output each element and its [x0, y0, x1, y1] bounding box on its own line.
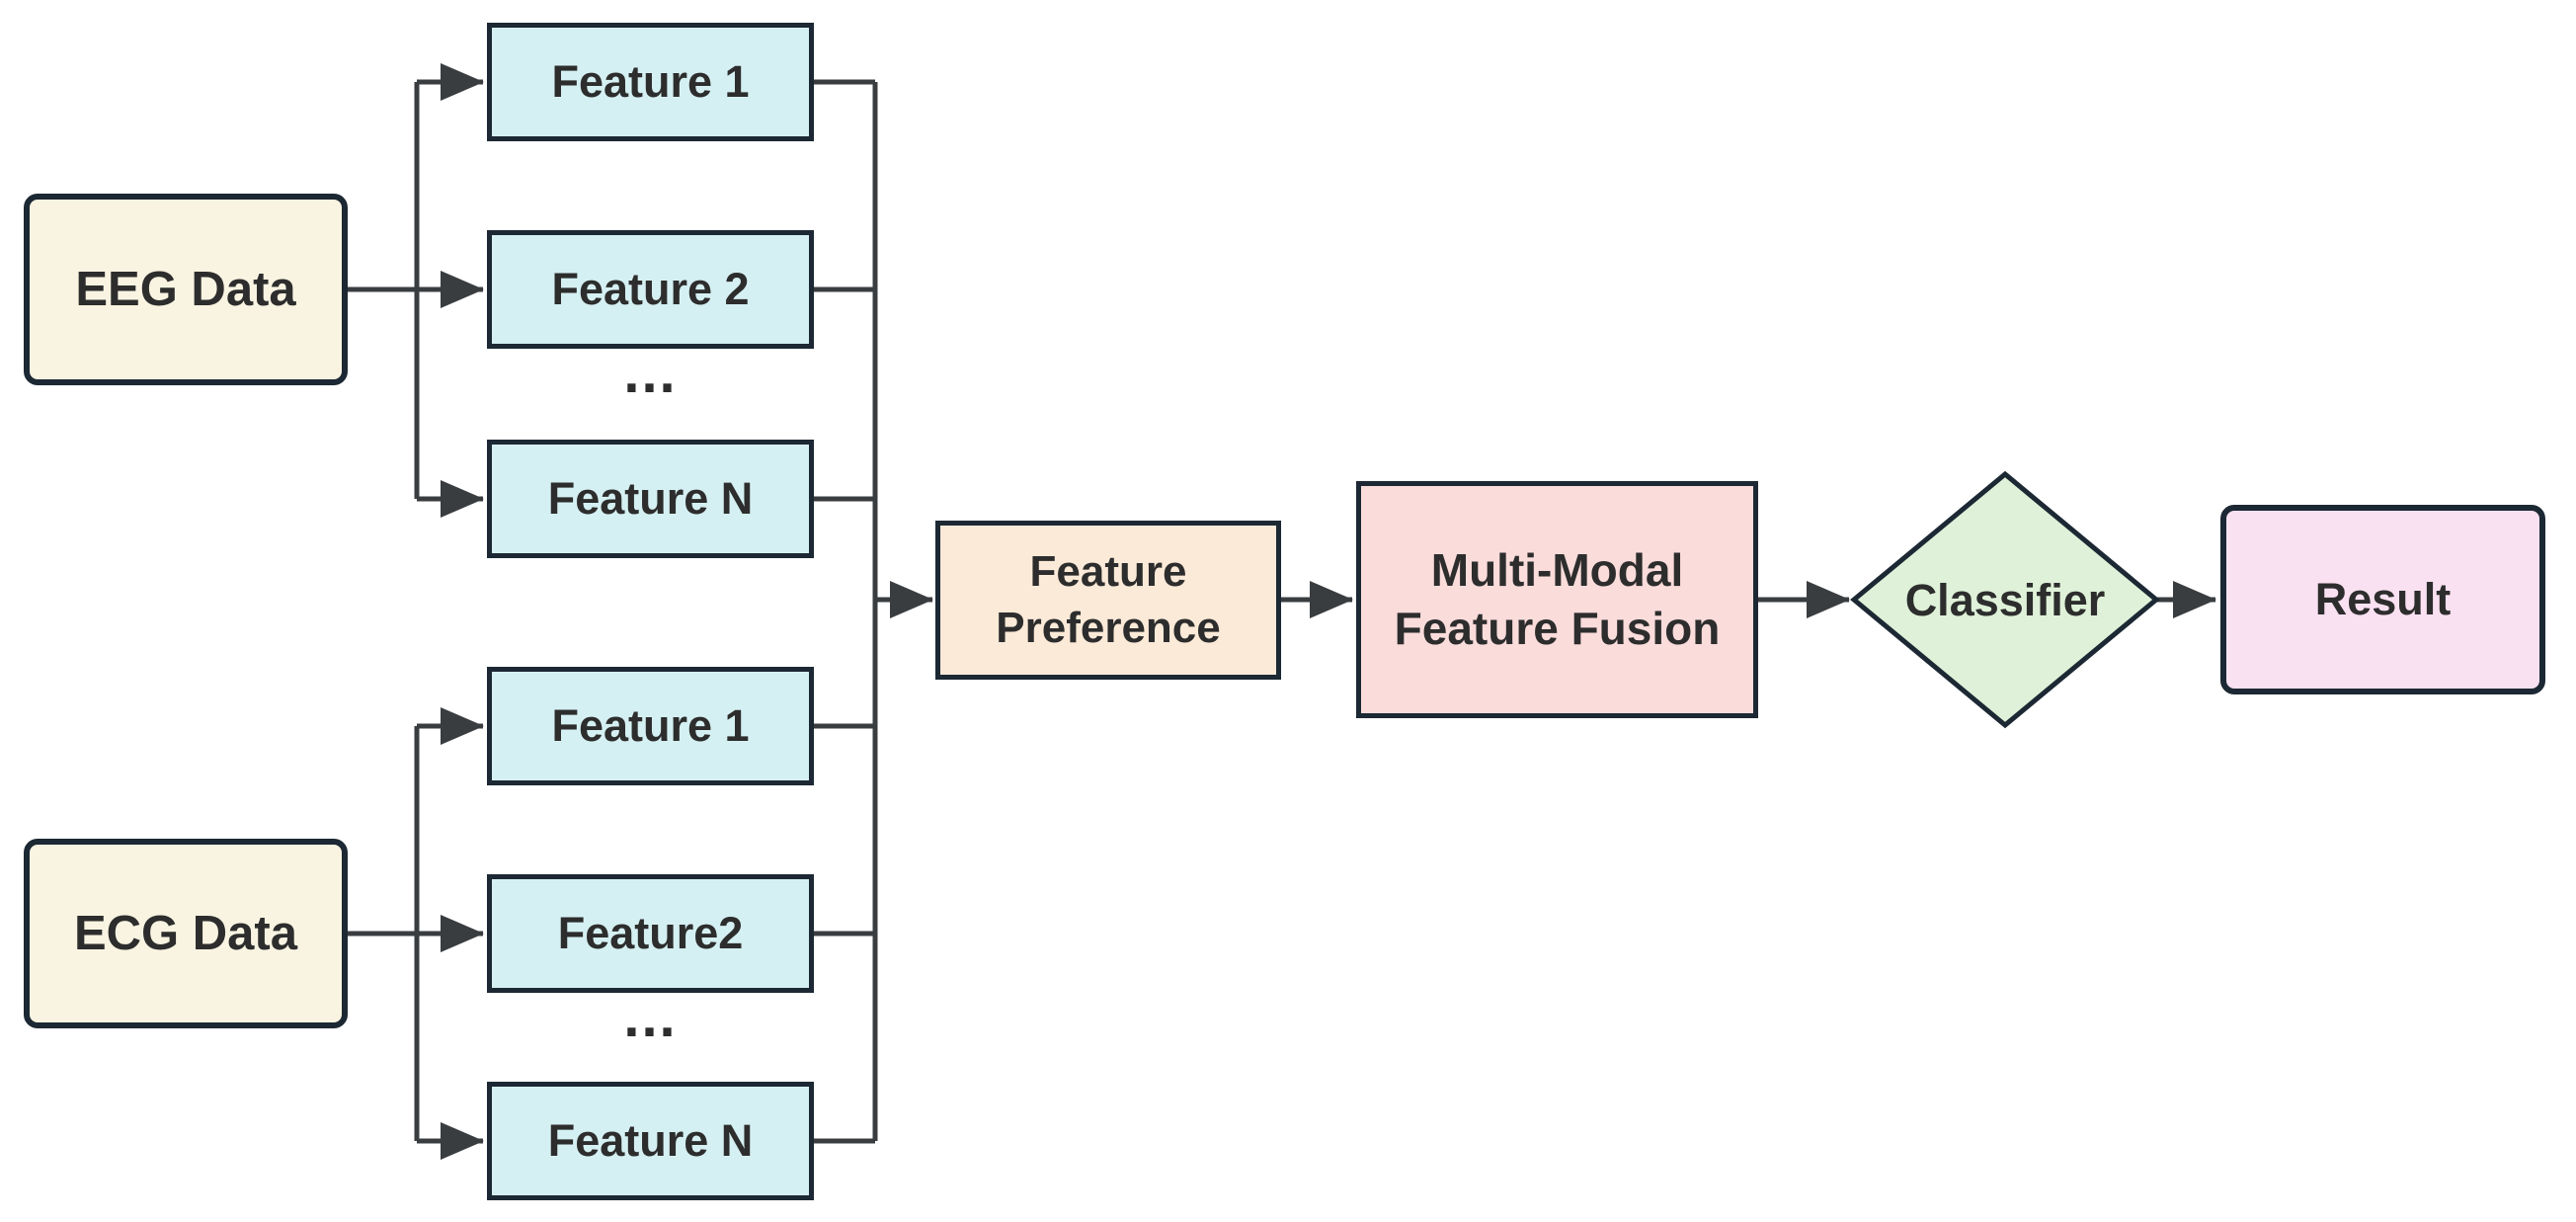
node-ecg-feature-1: Feature 1: [487, 667, 814, 785]
classifier-diamond-shape: [1850, 470, 2160, 729]
connector-feature-collector-stubs: [814, 79, 875, 1144]
node-result: Result: [2220, 505, 2545, 694]
node-eeg-feature-n: Feature N: [487, 440, 814, 558]
node-ecg-feature-2: Feature2: [487, 874, 814, 993]
node-eeg-data: EEG Data: [24, 194, 348, 385]
node-eeg-feature-2: Feature 2: [487, 230, 814, 349]
node-multi-modal-feature-fusion: Multi-Modal Feature Fusion: [1356, 481, 1758, 718]
ecg-features-ellipsis: ...: [623, 985, 678, 1049]
node-classifier-label: Classifier: [1904, 575, 2106, 625]
eeg-features-ellipsis: ...: [623, 341, 678, 405]
node-ecg-data: ECG Data: [24, 839, 348, 1028]
node-feature-preference: Feature Preference: [935, 521, 1281, 680]
node-eeg-feature-1: Feature 1: [487, 23, 814, 141]
node-ecg-feature-n: Feature N: [487, 1082, 814, 1200]
